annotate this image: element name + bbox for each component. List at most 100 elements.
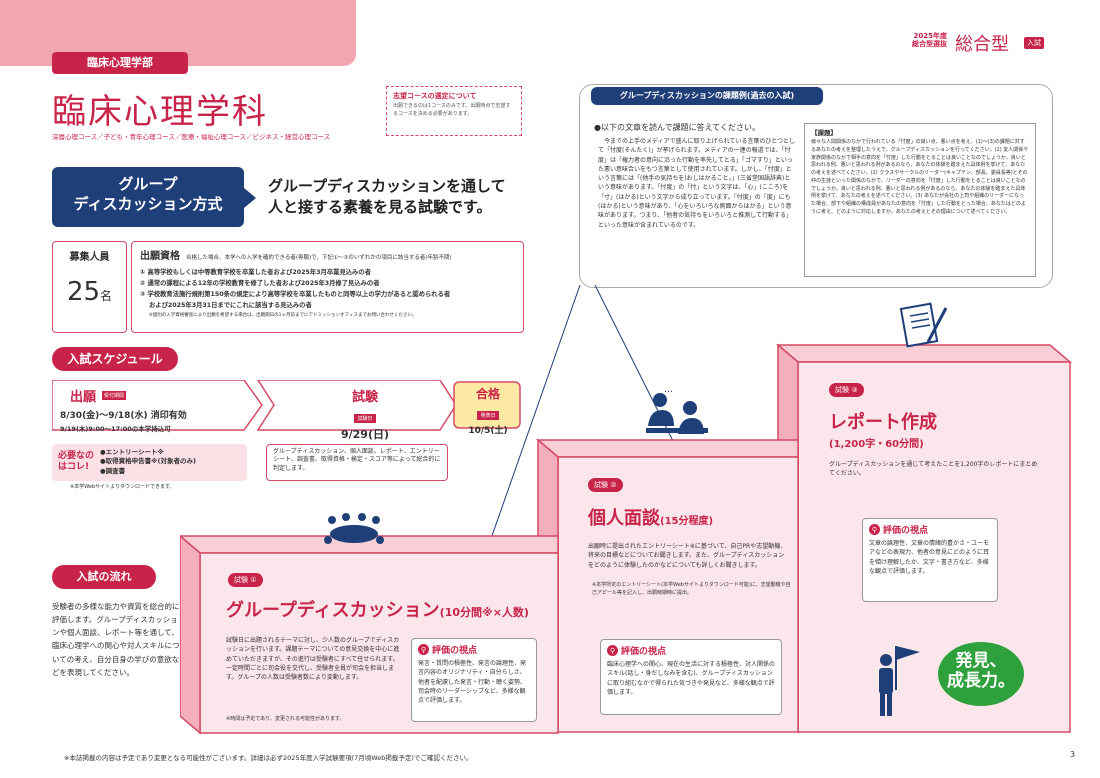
- magnifier-icon: ⚲: [869, 524, 880, 535]
- eligibility-item: ③ 学校教育法施行規則第150条の規定により高等学校を卒業したものと同等以上の学…: [140, 291, 451, 299]
- department-title: 臨床心理学科: [52, 92, 268, 132]
- magnifier-icon: ⚲: [607, 645, 618, 656]
- eligibility-intro: 合格した場合、本学への入学を確約できる者(専願)で、下記①〜③のいずれかの項目に…: [186, 255, 452, 261]
- eligibility-box: 出願資格 合格した場合、本学への入学を確約できる者(専願)で、下記①〜③のいずれ…: [131, 241, 524, 333]
- example-title: グループディスカッションの課題例(過去の入試): [591, 87, 823, 105]
- exam1-desc: 試験日に出題されるテーマに対し、少人数のグループでディスカッションを行います。課…: [226, 637, 400, 682]
- example-lead: ●以下の文章を読んで課題に答えてください。: [594, 123, 760, 132]
- schedule-result-box: [453, 381, 521, 429]
- faculty-tag: 臨床心理学部: [52, 52, 188, 74]
- eval-title: 評価の視点: [432, 646, 478, 656]
- eligibility-item: ① 高等学校もしくは中等教育学校を卒業した者および2025年3月卒業見込みの者: [140, 269, 371, 276]
- exam2-eval-body: 臨床心理学への関心、現在の生活に対する積極性、対人関係のスキル(話し・身だしなみ…: [607, 661, 776, 696]
- exam1-note: ※時間は予定であり、変更される可能性があります。: [226, 716, 345, 722]
- eligibility-note: ※個別の入学資格審査により出願を希望する場合は、出願期日の1ヶ月前までにアドミッ…: [149, 313, 417, 319]
- example-box: [579, 84, 1053, 288]
- footer-note: ※本誌掲載の内容は予定であり変更となる可能性がございます。詳細は必ず2025年度…: [64, 754, 473, 762]
- exam3-eval-body: 文章の論理性、文章の情緒的豊かさ・ユーモアなどの表現力、他者の意見にどのように耳…: [869, 540, 990, 575]
- required-item: ●調査書: [100, 466, 126, 475]
- header-category: 総合型選抜: [912, 40, 947, 49]
- example-text: 今までの上手のメディアで盛んに取り上げられている言葉のひとつとして「忖度(そんた…: [598, 138, 795, 229]
- application-dates: 8/30(金)〜9/18(水) 消印有効: [60, 411, 187, 421]
- result-tag: 発表日: [477, 411, 499, 420]
- capacity-label: 募集人員: [69, 252, 110, 263]
- schedule-exam-arrow: [256, 380, 457, 431]
- schedule-application: 出願 受付期間 8/30(金)〜9/18(水) 消印有効 9/19(木)9:00…: [60, 386, 250, 433]
- eligibility-title: 出願資格: [140, 251, 180, 262]
- exam-date: 9/29(日): [340, 428, 390, 441]
- method-tagline-line1: グループディスカッションを通して: [268, 177, 506, 195]
- exam3-tag: 試験 ③: [829, 383, 864, 397]
- exam1-heading: グループディスカッション(10分間※×人数): [226, 596, 529, 622]
- eligibility-item: および2025年3月31日までにこれに該当する見込みの者: [149, 302, 312, 310]
- capacity-unit: 名: [100, 289, 113, 303]
- exam3-sub: (1,200字・60分間): [829, 439, 924, 450]
- exam1-title: グループディスカッション: [226, 600, 440, 621]
- slogan-line2: 成長力。: [947, 670, 1015, 691]
- slogan-badge: 発見、 成長力。: [938, 642, 1024, 706]
- example-task: 【課題】 様々な人間関係のなかで行われている「忖度」の良い点、悪い点を考え、(1…: [804, 123, 1036, 277]
- exam2-note: ※本学所定のエントリーシート(本学Webサイトよりダウンロード可能)に、志望動機…: [592, 582, 791, 596]
- application-tag: 受付期間: [102, 391, 127, 400]
- flow-title: 入試の流れ: [52, 565, 156, 589]
- method-tagline: グループディスカッションを通して 人と接する素養を見る試験です。: [268, 176, 506, 218]
- application-title: 出願: [70, 390, 97, 405]
- required-list: ●エントリーシート※ ●取得資格申告書※(対象者のみ) ●調査書: [100, 448, 196, 477]
- interview-icon: …: [646, 385, 708, 434]
- method-tagline-line2: 人と接する素養を見る試験です。: [268, 198, 492, 216]
- header-type: 総合型: [955, 34, 1009, 55]
- schedule-result: 合格 発表日 10/5(土): [456, 385, 520, 436]
- course-note: 志望コースの選定について 出願できるのは1コースのみです。出願時点で志望するコー…: [386, 86, 522, 136]
- exam1-tag: 試験 ①: [228, 573, 263, 587]
- exam3-title: レポート作成: [829, 412, 937, 433]
- task-body: 様々な人間関係のなかで行われている「忖度」の良い点、悪い点を考え、(1)〜(3)…: [811, 139, 1029, 215]
- method-label: グループ ディスカッション方式: [52, 167, 244, 227]
- exam2-title: 個人面談: [588, 508, 660, 529]
- report-icon: [899, 302, 948, 348]
- eval-title: 評価の視点: [883, 526, 929, 536]
- group-discussion-icon: [324, 513, 384, 544]
- person-flag-icon: [879, 646, 920, 716]
- required-item: ●取得資格申告書※(対象者のみ): [100, 457, 196, 466]
- page-number: 3: [1070, 750, 1076, 759]
- slogan-line1: 発見、: [955, 651, 1007, 671]
- eligibility-list: ① 高等学校もしくは中等教育学校を卒業した者および2025年3月卒業見込みの者 …: [140, 267, 515, 311]
- method-arrow: [244, 188, 256, 208]
- result-title: 合格: [475, 387, 500, 401]
- flow-body: 受験者の多様な能力や資質を総合的に評価します。グループディスカッションや個人面談…: [52, 602, 180, 677]
- exam1-eval: ⚲評価の視点 発言・質問の積極性、発言の論理性、発言内容のオリジナリティ・自分ら…: [411, 638, 537, 722]
- exam3-desc: グループディスカッションを通じて考えたことを1,200字のレポートにまとめてくだ…: [829, 461, 1038, 478]
- department-courses: 深層心理コース／子ども・青年心理コース／医療・福祉心理コース／ビジネス・経営心理…: [52, 133, 331, 141]
- method-label-line2: ディスカッション方式: [73, 194, 223, 213]
- exam1-eval-body: 発言・質問の積極性、発言の論理性、発言内容のオリジナリティ・自分らしさ、他者を配…: [418, 660, 527, 705]
- header-year-block: 2025年度 総合型選抜: [912, 32, 947, 49]
- required-label: 必要なの はコレ!: [58, 448, 94, 477]
- eval-title: 評価の視点: [621, 647, 667, 657]
- task-title: 【課題】: [811, 129, 837, 137]
- magnifier-icon: ⚲: [418, 644, 429, 655]
- exam2-sub: (15分程度): [660, 516, 714, 527]
- exam-tag: 試験日: [354, 414, 376, 423]
- capacity-number: 25: [66, 277, 101, 307]
- exam2-heading: 個人面談(15分程度): [588, 504, 713, 530]
- exam2-tag: 試験 ②: [588, 478, 623, 492]
- required-box: 必要なの はコレ! ●エントリーシート※ ●取得資格申告書※(対象者のみ) ●調…: [52, 444, 247, 481]
- required-label-line2: はコレ!: [58, 461, 90, 472]
- exam1-sub: (10分間※×人数): [439, 606, 529, 619]
- exam2-desc: 出願時に提出されたエントリーシート※に基づいて、自己PRや志望動機、将来の目標な…: [588, 543, 787, 569]
- required-label-line1: 必要なの: [58, 451, 95, 461]
- svg-text:…: …: [664, 385, 673, 395]
- eligibility-item: ② 通常の課程による12年の学校教育を修了した者および2025年3月修了見込みの…: [140, 280, 380, 288]
- application-walkin: 9/19(木)9:00〜17:00の本学持込可: [60, 425, 171, 433]
- method-label-line1: グループ: [118, 175, 178, 193]
- schedule-exam: 試験 試験日 9/29(日): [290, 386, 440, 442]
- course-note-title: 志望コースの選定について: [393, 92, 477, 100]
- required-item: ●エントリーシート※: [100, 448, 164, 456]
- exam-desc: グループディスカッション、個人面談、レポート、エントリーシート、調査書、取得資格…: [266, 444, 448, 481]
- header-badge: 入試: [1024, 37, 1044, 49]
- exam3-eval: ⚲評価の視点 文章の論理性、文章の情緒的豊かさ・ユーモアなどの表現力、他者の意見…: [862, 518, 998, 602]
- header-year: 2025年度: [913, 32, 947, 40]
- capacity-box: 募集人員 25名: [52, 241, 127, 333]
- result-date: 10/5(土): [468, 426, 508, 436]
- course-note-body: 出願できるのは1コースのみです。出願時点で志望するコースを決める必要があります。: [393, 103, 511, 117]
